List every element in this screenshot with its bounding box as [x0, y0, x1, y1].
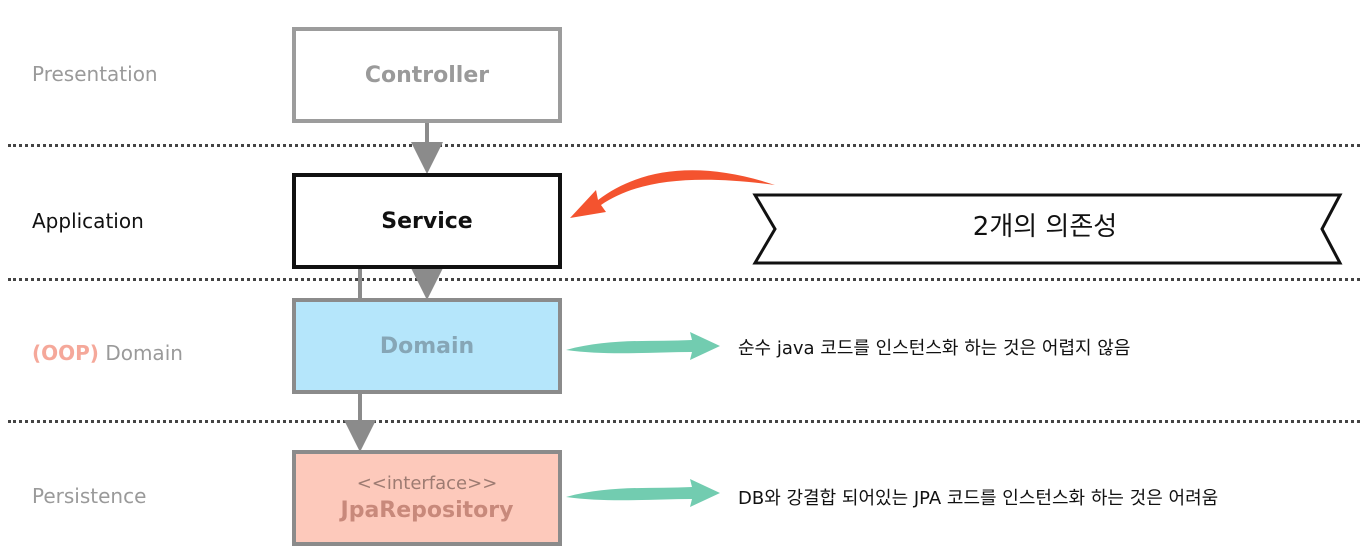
- layer-label-domain: (OOP) Domain: [32, 341, 183, 365]
- service-box: Service: [292, 173, 562, 269]
- repository-label: JpaRepository: [340, 498, 514, 523]
- domain-box: Domain: [292, 298, 562, 394]
- red-curved-arrow: [570, 170, 775, 218]
- banner-ribbon: [752, 193, 1343, 265]
- controller-label: Controller: [364, 62, 490, 88]
- oop-prefix: (OOP): [32, 341, 99, 365]
- layer-label-domain-text: Domain: [105, 341, 183, 365]
- divider-presentation-application: [8, 144, 1360, 147]
- divider-domain-persistence: [8, 420, 1360, 423]
- repository-box: <<interface>> JpaRepository: [292, 450, 562, 546]
- green-arrow-persistence: [566, 479, 720, 507]
- green-arrow-domain: [566, 332, 720, 360]
- layer-label-persistence: Persistence: [32, 484, 147, 508]
- note-domain: 순수 java 코드를 인스턴스화 하는 것은 어렵지 않음: [738, 338, 1131, 359]
- banner-text: 2개의 의존성: [972, 212, 1118, 242]
- controller-box: Controller: [292, 27, 562, 123]
- divider-application-domain: [8, 278, 1360, 281]
- repository-stereotype: <<interface>>: [356, 473, 498, 494]
- layer-label-presentation: Presentation: [32, 62, 158, 86]
- layer-label-application: Application: [32, 209, 144, 233]
- service-label: Service: [381, 208, 473, 234]
- note-persistence: DB와 강결합 되어있는 JPA 코드를 인스턴스화 하는 것은 어려움: [738, 488, 1219, 509]
- domain-label: Domain: [379, 333, 475, 359]
